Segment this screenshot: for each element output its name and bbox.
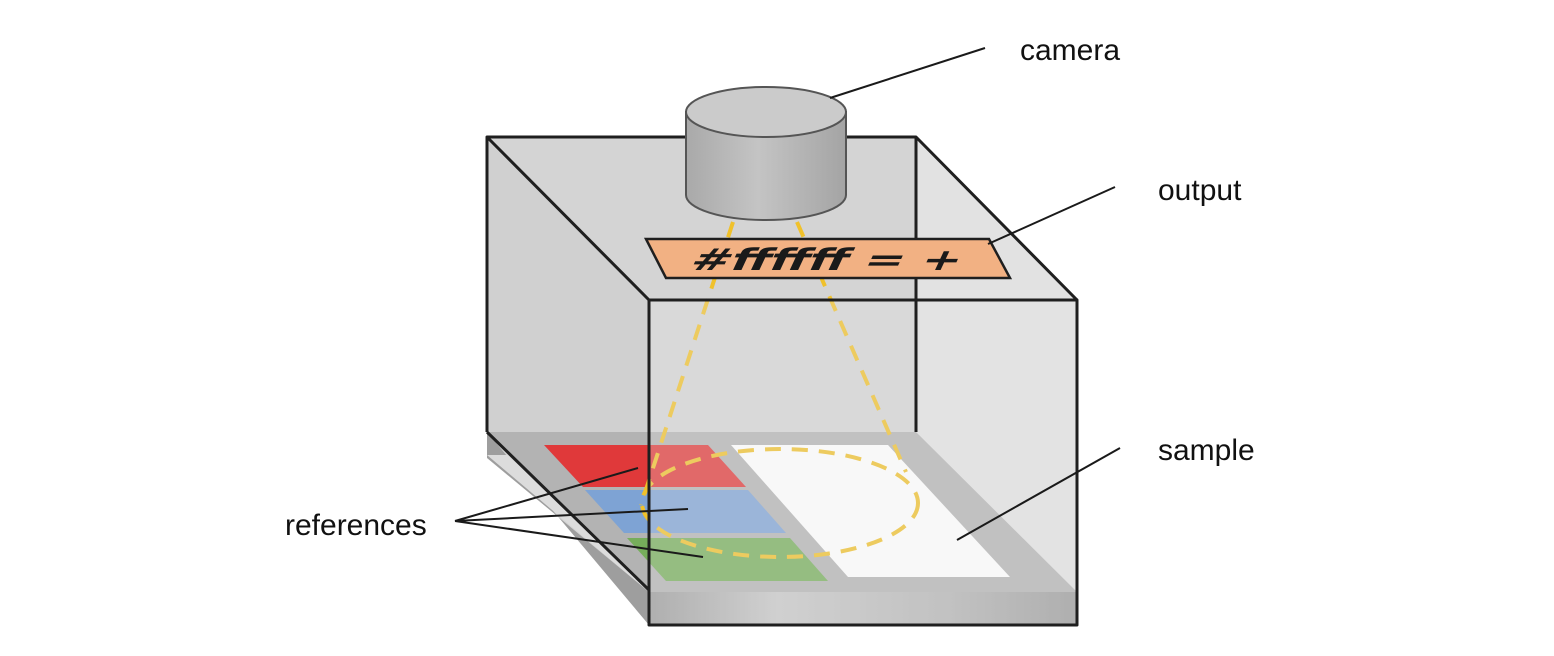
- references-leader-green: [454, 520, 704, 558]
- reference-red: [544, 445, 746, 487]
- camera-leader: [829, 47, 986, 99]
- sample-leader: [956, 447, 1121, 541]
- sample-label: sample: [1158, 434, 1255, 467]
- camera-label: camera: [1020, 34, 1120, 67]
- floor-light-strip: [487, 455, 650, 592]
- references-group: [544, 445, 828, 581]
- output-leader: [987, 186, 1116, 245]
- floor-front-edge: [649, 592, 1077, 625]
- leader-lines: [454, 47, 1121, 558]
- camera-icon: [685, 86, 847, 221]
- output-label: output: [1158, 174, 1242, 207]
- sample-sheet: [731, 445, 1010, 577]
- camera-field-of-view: [639, 221, 920, 559]
- box-front-face: [649, 300, 1077, 625]
- output-readout: #ffffff = +: [684, 243, 970, 277]
- reference-blue: [585, 490, 786, 533]
- references-leader-red: [454, 467, 639, 522]
- references-leader-blue: [454, 508, 689, 522]
- output-panel: [643, 237, 1013, 280]
- references-label: references: [285, 509, 427, 542]
- output-display: #ffffff = +: [643, 237, 1013, 280]
- reference-green: [627, 538, 828, 581]
